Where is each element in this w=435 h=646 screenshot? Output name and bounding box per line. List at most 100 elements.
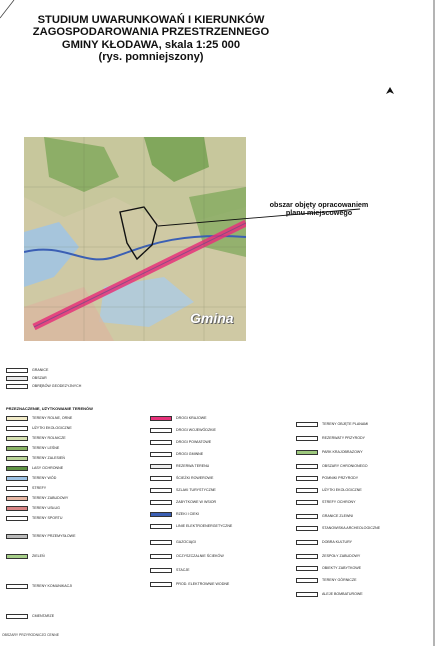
- legend-symbol: [296, 436, 318, 441]
- legend-symbol: [296, 554, 318, 559]
- legend-symbol: [150, 512, 172, 517]
- legend-label: STREFY OCHRONY: [322, 500, 356, 504]
- legend-symbol: [150, 488, 172, 493]
- legend-label: REZERWA TERENU: [176, 464, 210, 468]
- legend-label: DROGI WOJEWÓDZKIE: [176, 428, 216, 432]
- legend-label: TERENY OBJĘTE PLANAMI: [322, 422, 369, 426]
- legend-symbol: [6, 476, 28, 481]
- legend-symbol: [296, 488, 318, 493]
- legend-symbol: [150, 476, 172, 481]
- legend-symbol: [6, 614, 28, 619]
- legend-symbol: [296, 592, 318, 597]
- legend-symbol: [6, 446, 28, 451]
- legend-label: OCZYSZCZALNIE ŚCIEKÓW: [176, 554, 224, 558]
- legend-label: LASY OCHRONNE: [32, 466, 64, 470]
- legend-symbol: [296, 464, 318, 469]
- legend-label: TERENY ZABUDOWY: [32, 496, 69, 500]
- legend-label: ALEJE BOMBATUROWE: [322, 592, 363, 596]
- legend-label: TERENY WÓD: [32, 476, 57, 480]
- legend-symbol: [296, 514, 318, 519]
- legend-symbol: [150, 524, 172, 529]
- legend-label: TERENY USŁUG: [32, 506, 60, 510]
- legend-symbol: [6, 516, 28, 521]
- legend-label: UŻYTKI EKOLOGICZNE: [32, 426, 72, 430]
- legend-symbol: [6, 436, 28, 441]
- legend-label: STREFY: [32, 486, 47, 490]
- legend-symbol: [296, 422, 318, 427]
- callout-line-2: planu miejscowego: [285, 208, 353, 217]
- legend-label: TERENY ZALESIEŃ: [32, 456, 65, 460]
- legend-label: PROD. ELEKTROWNIE WODNE: [176, 582, 230, 586]
- legend-symbol: [6, 554, 28, 559]
- legend-symbol: [150, 500, 172, 505]
- title-line-1: STUDIUM UWARUNKOWAŃ I KIERUNKÓW: [37, 14, 265, 26]
- legend-label: RZEKI I CIEKI: [176, 512, 199, 516]
- legend-symbol: [296, 500, 318, 505]
- legend-label: TERENY SPORTU: [32, 516, 63, 520]
- legend-label: OBSZARY CHRONIONEGO: [322, 464, 368, 468]
- legend-label: OBSZAR: [32, 376, 47, 380]
- legend-symbol: [6, 384, 28, 389]
- map-place-label: Gmina: [190, 310, 234, 326]
- legend-label: TERENY LEŚNE: [32, 446, 60, 450]
- legend-label: STACJE: [176, 568, 190, 572]
- legend-label: GRANICE ZLEWNI: [322, 514, 353, 518]
- legend-symbol: [296, 578, 318, 583]
- legend-symbol: [150, 540, 172, 545]
- legend-label: ZESPOŁY ZABUDOWY: [322, 554, 361, 558]
- callout-line-1: obszar objęty opracowaniem: [269, 200, 369, 209]
- map-image: Gmina: [24, 137, 246, 341]
- map-callout: obszar objęty opracowaniem planu miejsco…: [262, 201, 376, 217]
- legend-symbol: [6, 368, 28, 373]
- legend-label: REZERWATY PRZYRODY: [322, 436, 365, 440]
- legend-symbol: [6, 506, 28, 511]
- legend-label: GAZOCIĄGI: [176, 540, 196, 544]
- legend-label: OBIEKTY ZABYTKOWE: [322, 566, 362, 570]
- legend-symbol: [150, 440, 172, 445]
- legend-label: TERENY PRZEMYSŁOWE: [32, 534, 76, 538]
- legend-symbol: [296, 526, 318, 531]
- title-line-2: ZAGOSPODAROWANIA PRZESTRZENNEGO: [32, 26, 270, 39]
- legend-symbol: [296, 540, 318, 545]
- legend-symbol: [6, 376, 28, 381]
- legend-label: DOBRA KULTURY: [322, 540, 353, 544]
- legend-symbol: [6, 456, 28, 461]
- legend-symbol: [6, 534, 28, 539]
- legend-symbol: [6, 416, 28, 421]
- legend-symbol: [6, 486, 28, 491]
- legend-label: TERENY GÓRNICZE: [322, 578, 357, 582]
- legend-label: DROGI POWIATOWE: [176, 440, 212, 444]
- title-line-4: (rys. pomniejszony): [98, 51, 204, 64]
- legend-symbol: [150, 428, 172, 433]
- legend-symbol: [296, 450, 318, 455]
- legend-label: ZIELEŃ: [32, 554, 45, 558]
- legend-symbol: [150, 568, 172, 573]
- legend-footnote: OBSZARY PRZYRODNICZO CENNE: [2, 633, 59, 637]
- legend-symbol: [6, 466, 28, 471]
- legend-label: DROGI GMINNE: [176, 452, 204, 456]
- legend-panel: PRZEZNACZENIE, UŻYTKOWANIE TERENÓW GRANI…: [0, 364, 435, 646]
- legend-label: LINIE ELEKTROENERGETYCZNE: [176, 524, 233, 528]
- legend-symbol: [6, 426, 28, 431]
- legend-label: CMENTARZE: [32, 614, 55, 618]
- legend-label: PARK KRAJOBRAZOWY: [322, 450, 363, 454]
- legend-label: TERENY ROLNE, ORNE: [32, 416, 73, 420]
- document-title: STUDIUM UWARUNKOWAŃ I KIERUNKÓW ZAGOSPOD…: [18, 14, 284, 64]
- legend-label: TERENY ROLNICZE: [32, 436, 66, 440]
- legend-symbol: [150, 582, 172, 587]
- legend-label: STANOWISKA ARCHEOLOGICZNE: [322, 526, 381, 530]
- legend-symbol: [150, 452, 172, 457]
- legend-symbol: [6, 584, 28, 589]
- legend-symbol: [6, 496, 28, 501]
- legend-label: SZLAKI TURYSTYCZNE: [176, 488, 216, 492]
- legend-symbol: [150, 416, 172, 421]
- north-arrow-icon: [386, 87, 394, 94]
- legend-symbol: [150, 554, 172, 559]
- title-line-3: GMINY KŁODAWA, skala 1:25 000: [61, 38, 241, 51]
- legend-label: ZABYTKOWE W WSIOR: [176, 500, 217, 504]
- legend-label: GRANICE: [32, 368, 49, 372]
- legend-label: ŚCIEŻKI ROWEROWE: [176, 476, 214, 480]
